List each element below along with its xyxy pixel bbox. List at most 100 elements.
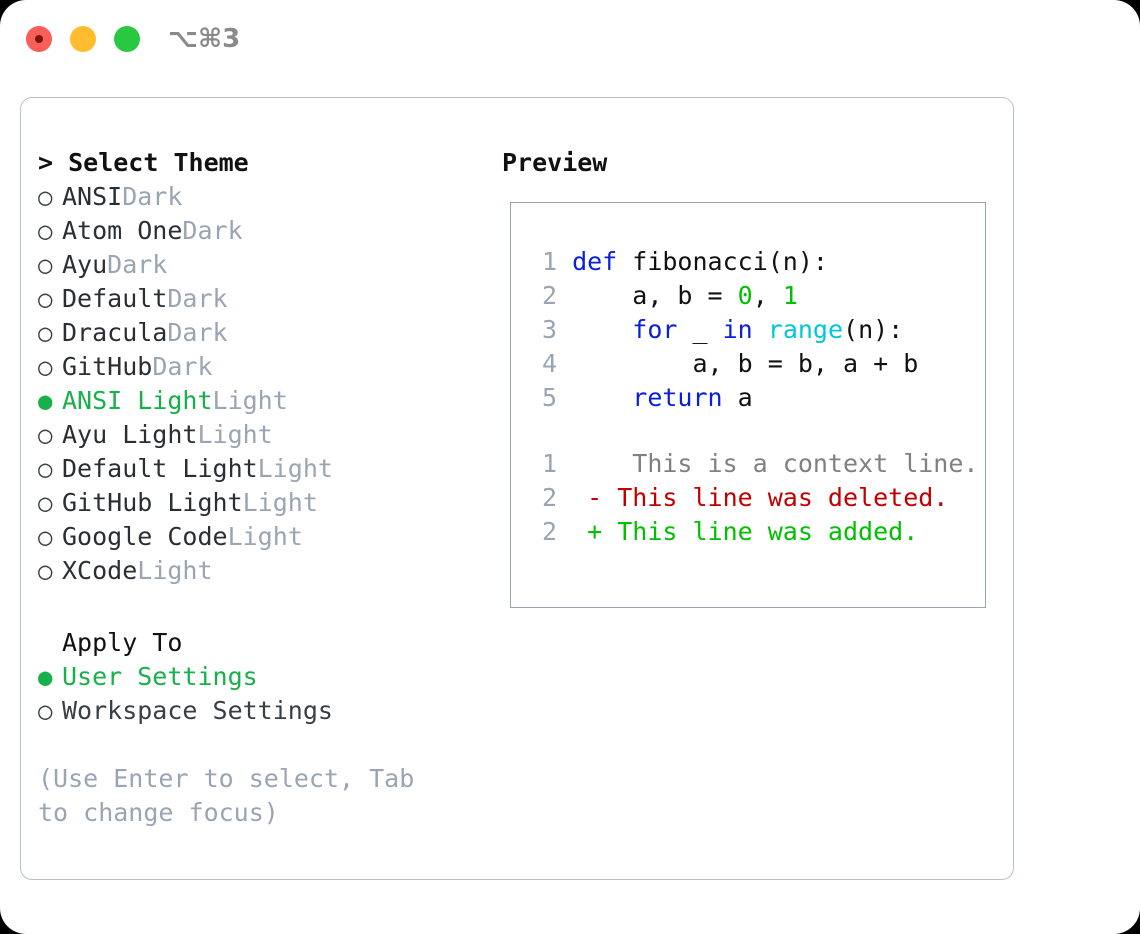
maximize-button[interactable] [114, 26, 140, 52]
theme-option-atom-one[interactable]: ○Atom One Dark [38, 214, 468, 248]
theme-option-github[interactable]: ○GitHub Dark [38, 350, 468, 384]
code-line: 5 return a [531, 381, 977, 415]
radio-selected-icon: ● [38, 663, 53, 691]
diff-text: - This line was deleted. [572, 483, 949, 512]
code-token-plain: (n): [843, 315, 904, 344]
code-token-bi: range [767, 315, 844, 344]
code-token-plain: _ [677, 315, 723, 344]
theme-option-ansi-light[interactable]: ● ANSI Light Light [38, 384, 468, 418]
theme-name: ANSI [62, 182, 123, 211]
theme-name: Default [62, 284, 168, 313]
keyboard-hint-text: (Use Enter to select, Tab to change focu… [38, 764, 415, 827]
keyboard-shortcut-label: ⌥⌘3 [168, 24, 241, 54]
diff-text: This is a context line. [572, 449, 979, 478]
close-button[interactable] [26, 26, 52, 52]
code-token-plain: , [752, 281, 783, 310]
theme-kind-label: Light [212, 386, 288, 415]
code-token-num: 0 [737, 281, 753, 310]
code-line: 3 for _ in range(n): [531, 313, 977, 347]
theme-selector: > Select Theme ○ANSI Dark○Atom One Dark○… [38, 146, 468, 588]
radio-unselected-icon: ○ [38, 697, 53, 725]
theme-kind-label: Dark [167, 284, 228, 313]
code-token-plain [753, 315, 768, 344]
code-token-plain: a [722, 383, 753, 412]
radio-unselected-icon: ○ [38, 183, 53, 211]
theme-name: ANSI Light [62, 386, 213, 415]
radio-unselected-icon: ○ [38, 523, 53, 551]
theme-kind-label: Dark [107, 250, 168, 279]
theme-option-ayu[interactable]: ○ Ayu Dark [38, 248, 468, 282]
diff-line-ctx: 1 This is a context line. [531, 447, 979, 481]
code-token-kw: def [572, 247, 633, 276]
theme-list-heading: > Select Theme [38, 148, 249, 177]
theme-name: Ayu [62, 250, 108, 279]
radio-unselected-icon: ○ [38, 353, 53, 381]
apply-to-label: Workspace Settings [62, 696, 333, 725]
line-number: 3 [541, 315, 557, 344]
code-token-plain: a, b = [572, 281, 738, 310]
radio-unselected-icon: ○ [38, 251, 53, 279]
apply-to-option-user-settings[interactable]: ● User Settings [38, 660, 468, 694]
theme-option-xcode[interactable]: ○XCode Light [38, 554, 468, 588]
radio-unselected-icon: ○ [38, 285, 53, 313]
radio-unselected-icon: ○ [38, 489, 53, 517]
apply-to-heading: Apply To [62, 628, 183, 657]
theme-kind-label: Light [227, 522, 303, 551]
theme-option-ayu-light[interactable]: ○ Ayu Light Light [38, 418, 468, 452]
diff-text: + This line was added. [572, 517, 919, 546]
radio-selected-icon: ● [38, 387, 53, 415]
code-token-fn: fibonacci(n): [632, 247, 828, 276]
theme-option-github-light[interactable]: ○GitHub Light Light [38, 486, 468, 520]
theme-option-dracula[interactable]: ○ Dracula Dark [38, 316, 468, 350]
line-number: 2 [541, 281, 557, 310]
code-token-plain [572, 383, 632, 412]
panel-columns: > Select Theme ○ANSI Dark○Atom One Dark○… [21, 98, 1013, 879]
line-number: 2 [541, 483, 557, 512]
theme-name: Default Light [62, 454, 258, 483]
radio-unselected-icon: ○ [38, 217, 53, 245]
theme-option-ansi[interactable]: ○ ANSI Dark [38, 180, 468, 214]
line-number: 1 [541, 449, 557, 478]
line-number: 5 [541, 383, 557, 412]
theme-kind-label: Dark [152, 352, 213, 381]
theme-name: Ayu Light [62, 420, 198, 449]
theme-name: Dracula [62, 318, 168, 347]
code-token-kw: for [632, 315, 678, 344]
code-line: 2 a, b = 0, 1 [531, 279, 977, 313]
code-token-kw: return [632, 383, 723, 412]
theme-list: ○ ANSI Dark ○ Atom One Dark ○ Ayu Dark ○ Defaul… [38, 180, 468, 588]
radio-unselected-icon: ○ [38, 319, 53, 347]
apply-to-group: Apply To ● User Settings ○ Workspace Settin… [38, 626, 468, 728]
diff-sample: 1 This is a context line.2 - This line w… [531, 447, 979, 549]
code-token-plain: a, b = b, a + b [572, 349, 919, 378]
theme-option-google-code[interactable]: ○Google Code Light [38, 520, 468, 554]
theme-kind-label: Dark [122, 182, 183, 211]
theme-kind-label: Dark [167, 318, 228, 347]
theme-name: Atom One [62, 216, 183, 245]
theme-name: GitHub Light [62, 488, 243, 517]
traffic-light-group [26, 26, 140, 52]
diff-line-del: 2 - This line was deleted. [531, 481, 977, 515]
theme-kind-label: Light [257, 454, 333, 483]
apply-to-label: User Settings [62, 662, 258, 691]
preview-heading: Preview [502, 148, 608, 177]
theme-option-default[interactable]: ○ Default Dark [38, 282, 468, 316]
theme-name: XCode [62, 556, 138, 585]
radio-unselected-icon: ○ [38, 455, 53, 483]
code-line: 4 a, b = b, a + b [531, 347, 977, 381]
theme-option-default-light[interactable]: ○ Default Light Light [38, 452, 468, 486]
code-line: 1 def fibonacci(n): [531, 245, 977, 279]
preview-section: Preview [502, 146, 992, 180]
apply-to-options: ● User Settings ○ Workspace Settings [38, 660, 468, 728]
minimize-button[interactable] [70, 26, 96, 52]
theme-kind-label: Light [197, 420, 273, 449]
title-bar: ⌥⌘3 [0, 0, 1140, 78]
radio-unselected-icon: ○ [38, 557, 53, 585]
code-token-kw: in [722, 315, 753, 344]
radio-unselected-icon: ○ [38, 421, 53, 449]
code-token-plain [572, 315, 632, 344]
apply-to-option-workspace-settings[interactable]: ○ Workspace Settings [38, 694, 468, 728]
